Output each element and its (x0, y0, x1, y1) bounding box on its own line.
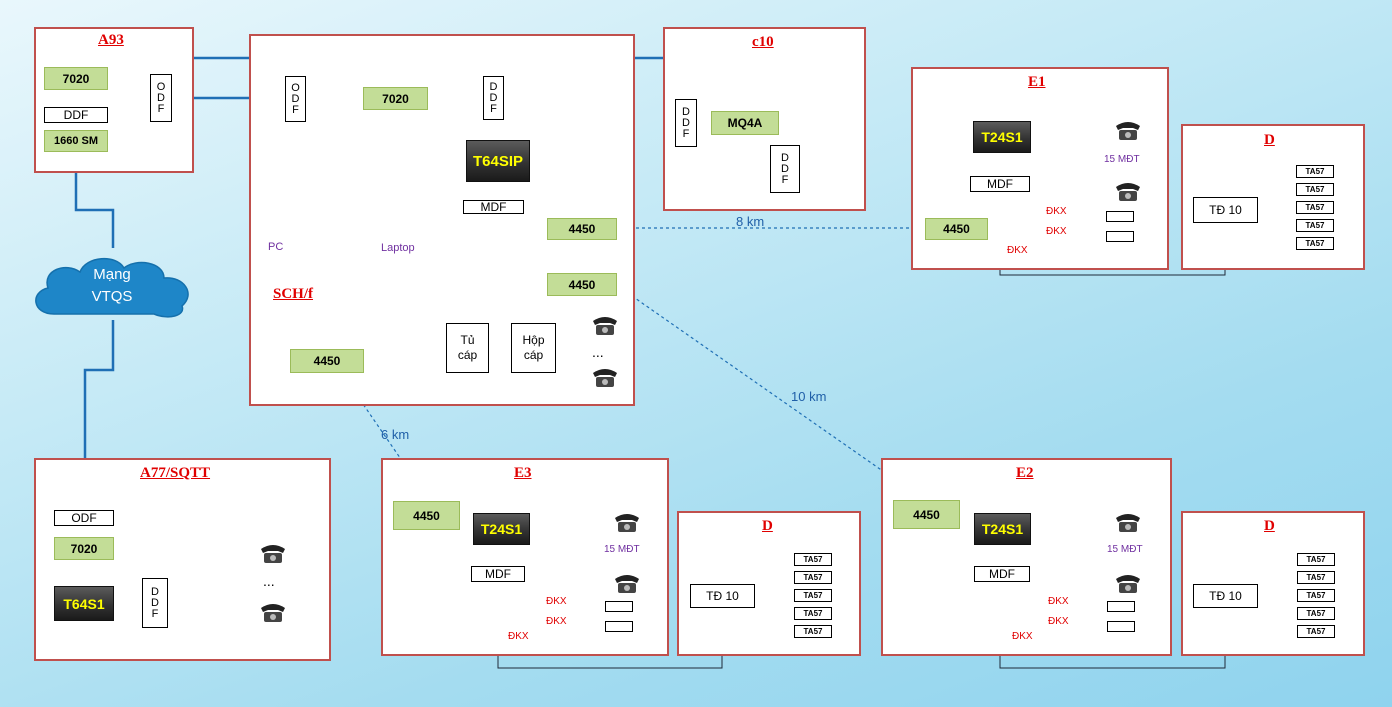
modem-4450-e1: 4450 (925, 218, 988, 240)
ta57-d2-3: TA57 (794, 589, 832, 602)
modem-4450-c: 4450 (290, 349, 364, 373)
title-e2: E2 (1016, 465, 1034, 481)
phone-icon (1116, 183, 1140, 201)
ta57-d1-5: TA57 (1296, 237, 1334, 250)
title-d2: D (762, 518, 773, 534)
mdt-label-e2: 15 MĐT (1107, 544, 1143, 555)
dkx-label-e2-b: ĐKX (1048, 616, 1069, 627)
phone-icon (261, 604, 285, 622)
phone-icon (1116, 575, 1140, 593)
ta57-d2-5: TA57 (794, 625, 832, 638)
dkx-box-e2-a (1107, 601, 1135, 612)
mdf-e3: MDF (471, 566, 525, 582)
ellipsis-a77: ... (263, 573, 275, 589)
switch-t24s1-e3: T24S1 (473, 513, 530, 545)
ta57-d2-4: TA57 (794, 607, 832, 620)
phone-icon (593, 369, 617, 387)
title-a93: A93 (98, 32, 124, 48)
cloud-icon (35, 258, 189, 318)
mux-7020-schf: 7020 (363, 87, 428, 110)
distance-6km: 6 km (381, 427, 410, 442)
phone-icon (615, 514, 639, 532)
dkx-box-e2-b (1107, 621, 1135, 632)
phone-icon (615, 575, 639, 593)
mux-mq4a: MQ4A (711, 111, 779, 135)
ta57-d3-4: TA57 (1297, 607, 1335, 620)
modem-4450-a: 4450 (547, 218, 617, 240)
mdt-label-e1: 15 MĐT (1104, 154, 1140, 165)
switch-t64s1: T64S1 (54, 586, 114, 621)
phone-icon (261, 545, 285, 563)
odf-a77: ODF (54, 510, 114, 526)
title-d1: D (1264, 132, 1275, 148)
ta57-d3-3: TA57 (1297, 589, 1335, 602)
dkx-label-e1-b: ĐKX (1046, 226, 1067, 237)
ta57-d2-2: TA57 (794, 571, 832, 584)
ta57-d3-2: TA57 (1297, 571, 1335, 584)
dkx-box-e1-b (1106, 231, 1134, 242)
mdf-e2: MDF (974, 566, 1030, 582)
td10-d3: TĐ 10 (1193, 584, 1258, 608)
laptop-label: Laptop (381, 242, 415, 254)
mdf-e1: MDF (970, 176, 1030, 192)
ta57-d1-3: TA57 (1296, 201, 1334, 214)
dkx-label-e3-b: ĐKX (546, 616, 567, 627)
ta57-d3-5: TA57 (1297, 625, 1335, 638)
dkx-label-e1-c: ĐKX (1007, 245, 1028, 256)
phone-icon (1116, 514, 1140, 532)
dkx-box-e3-a (605, 601, 633, 612)
title-e3: E3 (514, 465, 532, 481)
ta57-d3-1: TA57 (1297, 553, 1335, 566)
mux-7020-a77: 7020 (54, 537, 114, 560)
dkx-label-e3-a: ĐKX (546, 596, 567, 607)
title-schf: SCH/f (273, 286, 314, 302)
td10-d2: TĐ 10 (690, 584, 755, 608)
ta57-d1-4: TA57 (1296, 219, 1334, 232)
title-e1: E1 (1028, 74, 1046, 90)
title-a77: A77/SQTT (140, 465, 211, 481)
mux-7020-a93: 7020 (44, 67, 108, 90)
ellipsis-schf: ... (592, 344, 604, 360)
mdf-schf: MDF (463, 200, 524, 214)
switch-t64sip: T64SIP (466, 140, 530, 182)
title-d3: D (1264, 518, 1275, 534)
dkx-label-e3-c: ĐKX (508, 631, 529, 642)
distance-10km: 10 km (791, 389, 827, 404)
mux-1660sm: 1660 SM (44, 130, 108, 152)
dkx-label-e1-a: ĐKX (1046, 206, 1067, 217)
title-c10: c10 (752, 34, 774, 50)
dkx-box-e1-a (1106, 211, 1134, 222)
dkx-label-e2-a: ĐKX (1048, 596, 1069, 607)
mdt-label-e3: 15 MĐT (604, 544, 640, 555)
modem-4450-e3: 4450 (393, 501, 460, 530)
distance-8km: 8 km (736, 214, 765, 229)
ta57-d1-2: TA57 (1296, 183, 1334, 196)
site-e3 (381, 458, 669, 656)
pc-label: PC (268, 241, 284, 253)
phone-icon (593, 317, 617, 335)
ta57-d2-1: TA57 (794, 553, 832, 566)
dkx-label-e2-c: ĐKX (1012, 631, 1033, 642)
dkx-box-e3-b (605, 621, 633, 632)
td10-d1: TĐ 10 (1193, 197, 1258, 223)
site-d1 (1181, 124, 1365, 270)
modem-4450-b: 4450 (547, 273, 617, 296)
phone-icon (1116, 122, 1140, 140)
switch-t24s1-e1: T24S1 (973, 121, 1031, 153)
ta57-d1-1: TA57 (1296, 165, 1334, 178)
ddf-a93: DDF (44, 107, 108, 123)
modem-4450-e2: 4450 (893, 500, 960, 529)
switch-t24s1-e2: T24S1 (974, 513, 1031, 545)
